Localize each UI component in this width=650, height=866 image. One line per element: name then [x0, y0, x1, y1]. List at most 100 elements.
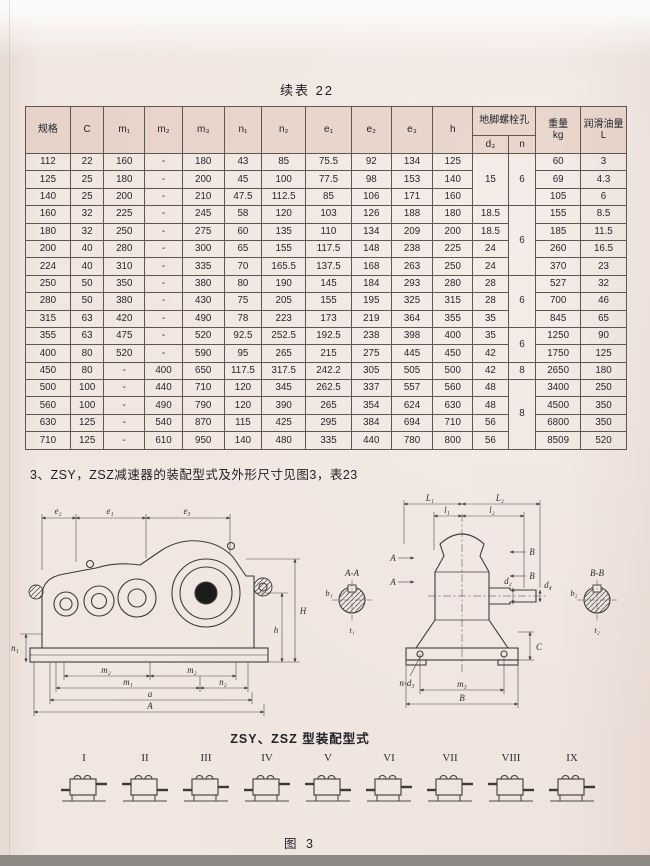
- table-cell: 710: [181, 379, 225, 398]
- table-cell: 364: [390, 309, 434, 328]
- table-cell: 520: [181, 326, 225, 346]
- table-cell: 140: [223, 431, 263, 450]
- table-cell: 238: [350, 326, 392, 346]
- table-cell: 195: [350, 292, 392, 311]
- table-cell: 480: [261, 431, 307, 450]
- table-cell: 440: [144, 379, 183, 398]
- table-cell: -: [103, 431, 146, 450]
- table-cell: 560: [432, 379, 474, 398]
- table-cell: 345: [261, 379, 307, 398]
- table-cell: 557: [390, 379, 434, 398]
- table-cell: 6: [507, 205, 537, 276]
- table-cell: 184: [350, 274, 392, 294]
- table-cell: 78: [223, 309, 263, 328]
- table-cell: 125: [580, 344, 627, 363]
- table-cell: 317.5: [261, 361, 307, 381]
- table-cell: 160: [25, 205, 71, 224]
- table-cell: 28: [472, 292, 509, 311]
- table-cell: 112: [25, 152, 71, 172]
- table-cell: 125: [432, 152, 474, 172]
- assembly-variant-icon: [183, 775, 229, 802]
- dim-label-m2-left: m₂: [101, 665, 111, 675]
- figure-caption: 图 3: [284, 837, 316, 851]
- table-cell: 490: [181, 309, 225, 328]
- table-cell: 300: [181, 239, 225, 259]
- table-cell: 18.5: [472, 222, 509, 241]
- side-view-dimensions: [20, 514, 300, 716]
- table-cell: 305: [350, 361, 392, 381]
- table-cell: 3: [580, 152, 627, 172]
- col-header-n: n: [507, 135, 537, 154]
- table-cell: 275: [181, 222, 225, 241]
- assembly-variant: IV: [241, 752, 293, 811]
- col-header-oil: 润滑油量 L: [580, 106, 627, 154]
- table-cell: -: [103, 413, 146, 433]
- table-cell: 50: [69, 292, 105, 311]
- col-header-e3: e₃: [390, 106, 434, 154]
- table-cell: 440: [350, 431, 392, 450]
- section-arrow-a-bottom: A: [389, 577, 396, 587]
- assembly-caption: ZSY、ZSZ 型装配型式: [230, 732, 370, 746]
- table-cell: 24: [472, 257, 509, 276]
- table-cell: 155: [261, 239, 307, 259]
- table-cell: 335: [181, 257, 225, 276]
- table-cell: 694: [390, 413, 434, 433]
- table-cell: 800: [432, 431, 474, 450]
- col-header-spec: 规格: [25, 106, 71, 154]
- table-cell: 280: [25, 292, 71, 311]
- assembly-variant-label: V: [324, 752, 332, 764]
- table-cell: 200: [432, 222, 474, 241]
- table-cell: 380: [181, 274, 225, 294]
- table-cell: 280: [103, 239, 146, 259]
- col-header-weight-text: 重量: [548, 118, 569, 130]
- table-cell: 450: [25, 361, 71, 381]
- table-cell: 56: [472, 413, 509, 433]
- assembly-variant: V: [302, 752, 354, 811]
- table-cell: 180: [181, 152, 225, 172]
- dim-label-b2: b₂: [570, 588, 577, 598]
- table-cell: 126: [350, 205, 392, 224]
- table-cell: 92: [350, 152, 392, 172]
- table-cell: 1750: [535, 344, 582, 363]
- table-cell: 32: [580, 274, 627, 294]
- table-cell: 505: [390, 361, 434, 381]
- table-cell: 223: [261, 309, 307, 328]
- table-cell: -: [144, 187, 183, 207]
- assembly-variant-icon: [61, 775, 107, 802]
- table-cell: 350: [580, 413, 627, 433]
- table-cell: 112.5: [261, 187, 307, 207]
- table-cell: 16.5: [580, 239, 627, 259]
- table-cell: 610: [144, 431, 183, 450]
- table-cell: 3400: [535, 379, 582, 398]
- table-cell: 280: [432, 274, 474, 294]
- table-cell: 155: [535, 205, 582, 224]
- table-cell: 160: [103, 152, 146, 172]
- table-cell: 710: [25, 431, 71, 450]
- table-cell: 180: [103, 170, 146, 189]
- table-cell: 205: [261, 292, 307, 311]
- table-cell: 200: [25, 239, 71, 259]
- table-cell: 215: [305, 344, 352, 363]
- table-cell: 245: [181, 205, 225, 224]
- table-cell: 80: [69, 361, 105, 381]
- table-cell: 210: [181, 187, 225, 207]
- table-cell: -: [144, 326, 183, 346]
- table-cell: 85: [305, 187, 352, 207]
- table-cell: 790: [181, 396, 225, 415]
- table-cell: 47.5: [223, 187, 263, 207]
- dim-label-e2: e₂: [54, 506, 61, 516]
- assembly-variant: III: [180, 752, 232, 811]
- table-cell: 185: [535, 222, 582, 241]
- side-view: [28, 540, 273, 663]
- table-cell: 630: [25, 413, 71, 433]
- table-cell: 650: [181, 361, 225, 381]
- front-view: [405, 514, 546, 672]
- table-cell: 354: [350, 396, 392, 415]
